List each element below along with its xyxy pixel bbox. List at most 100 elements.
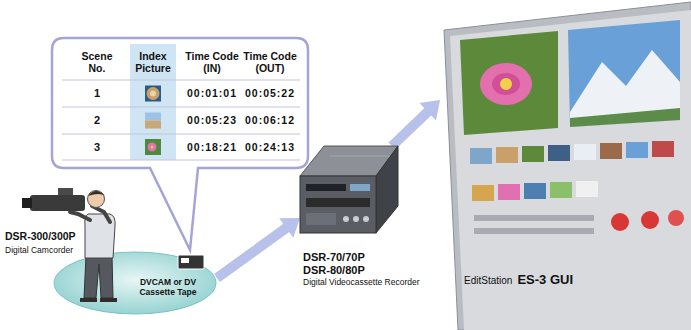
column-header: Time Code (OUT) xyxy=(239,50,301,74)
label-slot: 3 xyxy=(94,140,100,154)
arrow-head xyxy=(419,100,440,120)
gui-screen-part xyxy=(460,31,558,135)
gui-screen-part xyxy=(470,148,492,164)
flow-arrow xyxy=(392,100,440,146)
product-name: EditStation xyxy=(464,273,512,289)
gui-screen-part xyxy=(641,211,659,229)
device-caption: Digital Videocassette Recorder xyxy=(303,277,420,288)
label-slot: 2 xyxy=(94,113,100,127)
camera-operator-part xyxy=(84,256,113,298)
table-rule-part xyxy=(62,107,300,108)
time-code: 00:24:13 xyxy=(245,140,295,154)
table-rule-part xyxy=(62,134,300,135)
gui-screen-part xyxy=(574,144,596,160)
gui-screen-part xyxy=(668,210,684,226)
camera-operator-part xyxy=(88,191,105,208)
label-slot: 00:06:12 xyxy=(245,113,295,127)
gui-screen: EditStationES-3 GUI xyxy=(440,0,691,330)
camera-operator-part xyxy=(58,188,73,195)
gui-screen-part xyxy=(480,63,532,105)
time-code: 00:06:12 xyxy=(245,113,295,127)
gui-screen-part xyxy=(570,108,680,127)
recorder-device-part xyxy=(300,176,376,233)
recorder-device: DSR-70/70P DSR-80/80PDigital Videocasset… xyxy=(300,146,423,291)
recorder-device-part xyxy=(330,156,390,157)
time-code: 00:05:22 xyxy=(245,86,295,100)
time-code: 00:05:23 xyxy=(187,113,237,127)
index-thumbnail-part xyxy=(145,113,161,121)
label-slot: Digital Camcorder xyxy=(5,245,73,256)
label-slot: Time Code (OUT) xyxy=(239,50,301,74)
flow-arrow xyxy=(217,218,300,278)
index-thumbnail-part xyxy=(150,91,156,97)
scene-number: 3 xyxy=(94,140,100,154)
gui-screen-part xyxy=(576,181,598,197)
camera-operator-part xyxy=(85,214,115,258)
recorder-device-part xyxy=(343,216,349,222)
camera-operator-part xyxy=(88,191,105,196)
camera-operator xyxy=(22,188,117,302)
index-thumbnail-part xyxy=(148,143,157,152)
gui-screen-part xyxy=(474,215,594,221)
label-slot: Time Code (IN) xyxy=(181,50,243,74)
gui-screen-part xyxy=(568,20,680,127)
text-box: DSR-70/70P DSR-80/80PDigital Videocasset… xyxy=(303,251,420,288)
label-slot: 00:05:22 xyxy=(245,86,295,100)
camera-operator-part xyxy=(80,298,117,302)
gui-screen-part xyxy=(550,182,572,198)
index-column-band xyxy=(130,44,176,160)
gui-screen-part xyxy=(500,78,512,90)
column-header: Scene No. xyxy=(75,50,119,74)
time-code: 00:01:01 xyxy=(187,86,237,100)
gui-screen-part xyxy=(444,2,691,330)
cassette-icon-part xyxy=(178,255,204,269)
label-slot: DSR-300/300P xyxy=(5,230,76,243)
recorder-device-part xyxy=(306,213,336,225)
arrow-shaft xyxy=(217,227,287,278)
model-name: DSR-70/70P DSR-80/80P xyxy=(303,251,379,277)
device-caption: Digital Camcorder xyxy=(5,245,73,256)
arrow-shaft xyxy=(392,111,428,146)
recorder-device-outline xyxy=(300,146,400,241)
table-rule xyxy=(62,80,300,160)
cassette-icon-part xyxy=(181,258,189,263)
gui-screen-part xyxy=(492,73,520,95)
gui-screen-part xyxy=(472,185,494,201)
gui-screen-part xyxy=(474,228,594,234)
cassette-icon xyxy=(178,255,204,269)
gui-screen-part xyxy=(600,143,622,159)
arrow-head xyxy=(279,218,300,238)
tape-ellipse-part xyxy=(54,252,216,314)
label-slot: 00:05:23 xyxy=(187,113,237,127)
gui-screen-part xyxy=(652,141,674,157)
column-header: Index Picture xyxy=(130,50,176,74)
gui-screen-part xyxy=(496,147,518,163)
recorder-device-part xyxy=(306,198,370,207)
recorder-device-part xyxy=(353,216,359,222)
table-rule-part xyxy=(62,160,300,161)
scene-number: 1 xyxy=(94,86,100,100)
camera-operator-part xyxy=(92,206,110,222)
recorder-device-part xyxy=(376,146,398,233)
label-slot: 00:01:01 xyxy=(187,86,237,100)
tape-ellipse: DVCAM or DV Cassette Tape xyxy=(53,251,217,315)
gui-screen-part xyxy=(570,50,680,127)
column-header: Time Code (IN) xyxy=(181,50,243,74)
gui-screen-part xyxy=(498,184,520,200)
text-box: DVCAM or DV Cassette Tape xyxy=(137,277,199,297)
gui-screen-part xyxy=(524,183,546,199)
recorder-device-part xyxy=(363,216,369,222)
label-slot: 00:24:13 xyxy=(245,140,295,154)
table-rule-part xyxy=(62,80,300,81)
callout-bubble-part xyxy=(52,38,308,250)
gui-screen-part xyxy=(611,213,629,231)
label-slot: Scene No. xyxy=(75,50,119,74)
gui-screen-part xyxy=(626,142,648,158)
gui-screen-part xyxy=(548,145,570,161)
index-column-band-part xyxy=(130,44,176,160)
time-code: 00:18:21 xyxy=(187,140,237,154)
gui-screen-part xyxy=(522,146,544,162)
index-thumbnail-part xyxy=(151,146,154,149)
